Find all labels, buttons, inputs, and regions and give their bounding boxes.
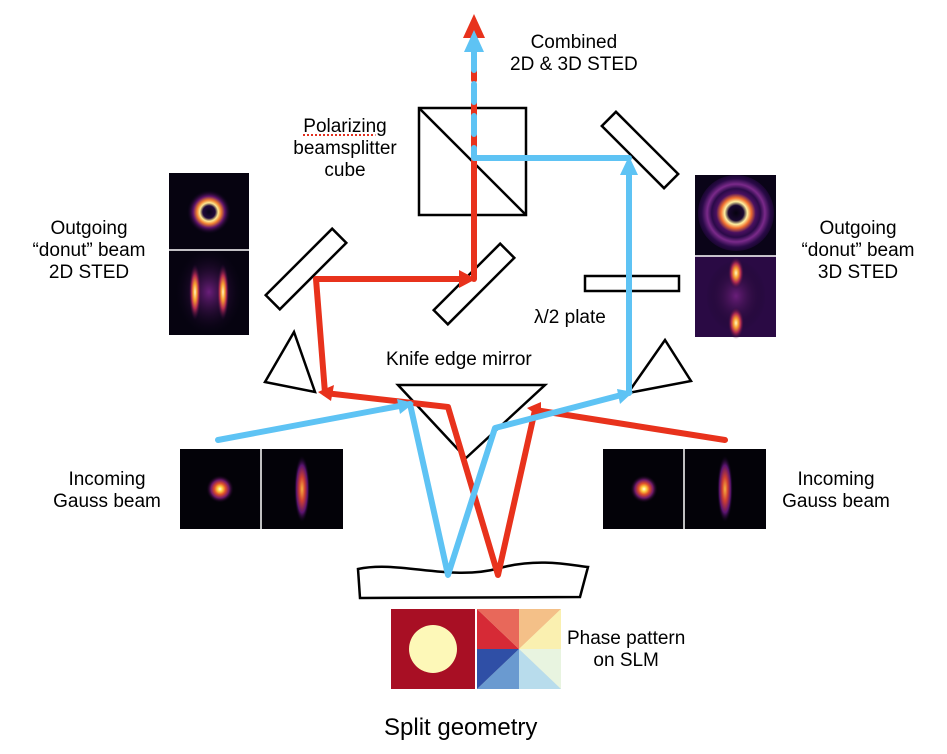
- red-arrowhead-center-mirror: [459, 270, 476, 288]
- phase-pattern-label: Phase pattern on SLM: [567, 628, 686, 671]
- phase-pattern-image: [391, 609, 561, 689]
- donut-2d-image: [169, 173, 249, 336]
- incoming-gauss-right-label: Incoming Gauss beam: [782, 469, 890, 512]
- outgoing-3d-label: Outgoing “donut” beam 3D STED: [801, 218, 915, 283]
- prism-right: [625, 337, 694, 395]
- slm: [356, 561, 590, 600]
- outgoing-2d-label: Outgoing “donut” beam 2D STED: [32, 218, 146, 283]
- red-arrowhead-left: [318, 385, 334, 401]
- red-arrowhead-output: [463, 14, 485, 38]
- combined-label: Combined 2D & 3D STED: [510, 32, 638, 75]
- blue-beam: [215, 37, 632, 578]
- half-wave-plate-label: λ/2 plate: [534, 307, 606, 328]
- blue-arrowhead-right: [617, 389, 633, 404]
- diagram-title: Split geometry: [384, 714, 538, 741]
- knife-edge-mirror-label: Knife edge mirror: [386, 349, 532, 370]
- blue-arrowhead-left: [397, 399, 414, 414]
- polarizing-beamsplitter-label: Polarizing beamsplitter cube: [293, 116, 397, 181]
- mirror-top-right: [600, 110, 680, 190]
- donut-3d-image: [695, 175, 776, 339]
- blue-arrowhead-output: [464, 30, 484, 52]
- blue-arrowhead-right-up: [620, 156, 638, 175]
- incoming-gauss-right-image: [603, 449, 766, 529]
- prism-left: [263, 329, 317, 394]
- incoming-gauss-left-image: [180, 449, 343, 529]
- incoming-gauss-left-label: Incoming Gauss beam: [53, 469, 161, 512]
- mirror-left: [263, 226, 349, 312]
